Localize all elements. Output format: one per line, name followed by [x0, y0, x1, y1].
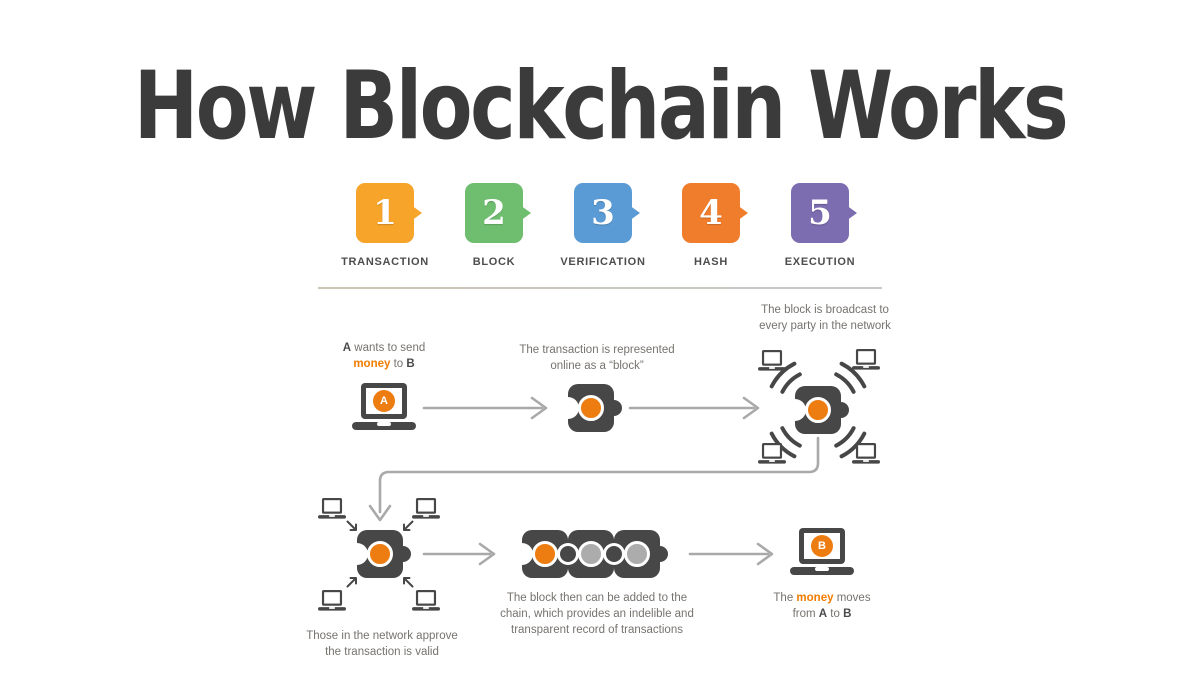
chain-block-icon-2	[568, 530, 614, 578]
inward-arrow-icon	[344, 518, 360, 534]
caption-line: chain, which provides an indelible and	[500, 608, 694, 620]
badge-arrow-tab-icon	[846, 205, 857, 221]
caption-line: The block then can be added to the	[506, 592, 688, 604]
step-badge-2: 2	[465, 183, 531, 243]
step-badge-5: 5	[791, 183, 857, 243]
sender-b-label: B	[406, 358, 415, 370]
badge-arrow-tab-icon	[520, 205, 531, 221]
step-item-verification: 3 VERIFICATION	[543, 183, 663, 268]
chain-block-icon-1	[522, 530, 568, 578]
network-laptop-icon	[412, 590, 440, 611]
step-item-execution: 5 EXECUTION	[760, 183, 880, 268]
section-divider	[318, 287, 882, 289]
block-dot-orange	[578, 395, 604, 421]
network-laptop-icon	[758, 443, 786, 464]
block-dot-orange	[367, 541, 393, 567]
inward-arrow-icon	[400, 574, 416, 590]
step-label-verification: VERIFICATION	[560, 256, 646, 268]
inward-arrow-icon	[400, 518, 416, 534]
step-badge-4: 4	[682, 183, 748, 243]
step-badge-1: 1	[356, 183, 422, 243]
step-item-transaction: 1 TRANSACTION	[325, 183, 445, 268]
receiver-caption: The money moves from A to B	[722, 590, 922, 622]
receiver-caption-text: to	[827, 608, 844, 620]
network-laptop-icon	[758, 350, 786, 371]
caption-line: transparent record of transactions	[511, 624, 683, 636]
step-label-block: BLOCK	[472, 256, 516, 268]
block-dot-gray	[624, 541, 650, 567]
page-title: How Blockchain Works	[133, 52, 1069, 161]
step-label-transaction: TRANSACTION	[341, 256, 429, 268]
caption-line: The block is broadcast to	[761, 304, 889, 316]
sender-caption-line2: money to B	[284, 356, 484, 372]
sender-caption-line1: A wants to send	[284, 340, 484, 356]
network-laptop-icon	[318, 590, 346, 611]
money-highlight: money	[796, 592, 834, 604]
approval-block-icon	[357, 530, 403, 578]
badge-arrow-tab-icon	[629, 205, 640, 221]
receiver-caption-line1: The money moves	[722, 590, 922, 606]
receiver-avatar: B	[811, 535, 833, 557]
chain-block-icon-3	[614, 530, 660, 578]
caption-line: online as a “block”	[550, 360, 644, 372]
step-number-4: 4	[699, 193, 723, 233]
step-number-1: 1	[373, 193, 397, 233]
badge-arrow-tab-icon	[411, 205, 422, 221]
step-item-hash: 4 HASH	[651, 183, 771, 268]
block-dot-orange	[532, 541, 558, 567]
money-highlight: money	[353, 358, 391, 370]
arrow-chain-to-receiver-icon	[688, 542, 774, 566]
caption-line: Those in the network approve	[306, 630, 458, 642]
receiver-a-label: A	[818, 608, 828, 620]
receiver-caption-text: The	[773, 592, 797, 604]
network-laptop-icon	[412, 498, 440, 519]
step-badge-3: 3	[574, 183, 640, 243]
receiver-caption-text: moves	[833, 592, 871, 604]
arrow-approval-to-chain-icon	[422, 542, 496, 566]
block-dot-orange	[805, 397, 831, 423]
step-number-2: 2	[482, 193, 506, 233]
arrow-sender-to-block-icon	[422, 396, 548, 420]
badge-arrow-tab-icon	[737, 205, 748, 221]
sender-caption: A wants to send money to B	[284, 340, 484, 372]
network-laptop-icon	[852, 443, 880, 464]
step-number-5: 5	[808, 193, 832, 233]
network-laptop-icon	[852, 349, 880, 370]
arrow-block-to-broadcast-icon	[628, 396, 760, 420]
approval-caption: Those in the network approve the transac…	[282, 628, 482, 660]
sender-caption-text: to	[390, 358, 407, 370]
step-label-execution: EXECUTION	[784, 256, 856, 268]
network-laptop-icon	[318, 498, 346, 519]
block-dot-gray	[578, 541, 604, 567]
broadcast-block-icon	[795, 386, 841, 434]
sender-avatar: A	[373, 390, 395, 412]
caption-line: the transaction is valid	[325, 646, 439, 658]
transaction-block-icon	[568, 384, 614, 432]
sender-a-label: A	[342, 342, 352, 354]
receiver-caption-text: from	[792, 608, 819, 620]
receiver-b-label: B	[843, 608, 852, 620]
step-number-3: 3	[591, 193, 615, 233]
sender-caption-text: wants to send	[351, 342, 426, 354]
receiver-caption-line2: from A to B	[722, 606, 922, 622]
inward-arrow-icon	[344, 574, 360, 590]
broadcast-waves-icon	[769, 361, 867, 459]
broadcast-caption: The block is broadcast to every party in…	[725, 302, 925, 334]
step-item-block: 2 BLOCK	[434, 183, 554, 268]
caption-line: The transaction is represented	[519, 344, 675, 356]
caption-line: every party in the network	[759, 320, 891, 332]
transaction-block-caption: The transaction is represented online as…	[472, 342, 722, 374]
chain-caption: The block then can be added to the chain…	[472, 590, 722, 638]
step-label-hash: HASH	[694, 256, 728, 268]
